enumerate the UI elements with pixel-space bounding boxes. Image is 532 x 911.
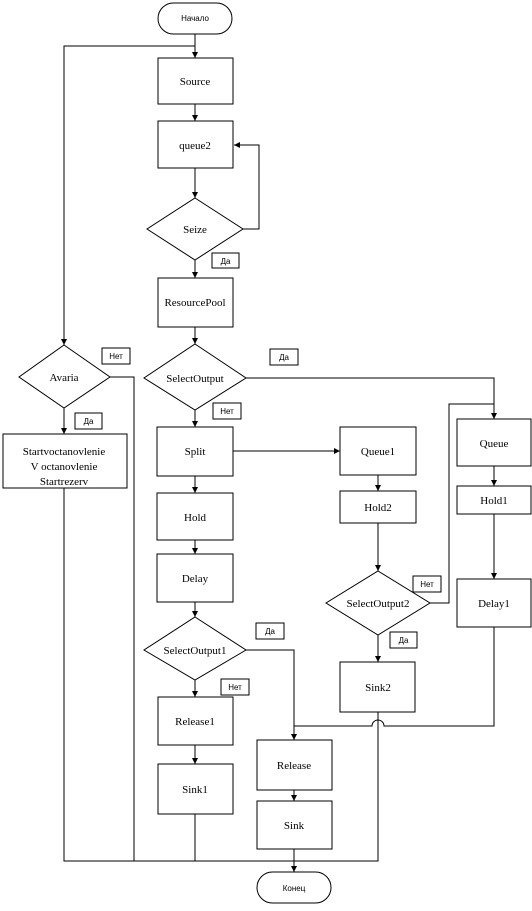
resourcepool-block: ResourcePool (157, 277, 234, 328)
delay1-block: Delay1 (456, 578, 532, 628)
edge-sink2-bottom (294, 712, 379, 862)
sink1-label: Sink1 (182, 784, 208, 796)
selectoutput2-decision: SelectOutput2 (325, 570, 431, 636)
queue-block: Queue (456, 418, 532, 467)
selectoutput-yes-text: Да (279, 353, 289, 362)
edge-selectoutput1-release (246, 649, 297, 740)
delay-label: Delay (182, 573, 209, 585)
edge-delay1-merge (294, 627, 495, 727)
selectoutput1-yes-text: Да (265, 627, 275, 636)
seize-label: Seize (183, 224, 207, 236)
avaria-label: Avaria (49, 372, 78, 384)
queue1-block: Queue1 (339, 426, 417, 476)
startvost-line2: V octanovlenie (31, 461, 98, 473)
edge-startvost-bottom (63, 488, 294, 862)
split-block: Split (156, 426, 234, 477)
selectoutput1-no-text: Нет (228, 683, 242, 692)
delay1-label: Delay1 (478, 598, 510, 610)
branch-tags: Да Нет Да Да Нет Да Нет Нет (74, 252, 442, 696)
edge-top-to-avaria (61, 45, 195, 345)
selectoutput1-decision: SelectOutput1 (143, 616, 247, 681)
avaria-no-text: Нет (109, 352, 123, 361)
selectoutput2-no-text: Нет (420, 580, 434, 589)
selectoutput-no-text: Нет (220, 407, 234, 416)
split-label: Split (185, 446, 206, 458)
startvost-line3: Startrezerv (40, 476, 89, 488)
delay-block: Delay (156, 553, 234, 603)
selectoutput1-yes-tag: Да (255, 622, 285, 640)
startvost-block: Startvoctanovlenie V octanovlenie Startr… (2, 433, 128, 489)
release-label: Release (277, 760, 311, 772)
release-block: Release (256, 739, 333, 791)
queue2-block: queue2 (157, 120, 234, 169)
hold2-block: Hold2 (339, 490, 417, 524)
hold-block: Hold (156, 492, 234, 541)
end-terminator: Конец (256, 871, 332, 904)
avaria-yes-tag: Да (74, 412, 103, 430)
queue-label: Queue (480, 438, 509, 450)
edge-seize-loop (234, 142, 260, 230)
end-label: Конец (283, 884, 306, 893)
source-block: Source (157, 57, 234, 105)
sink-label: Sink (284, 820, 305, 832)
hold-label: Hold (184, 512, 207, 524)
release1-label: Release1 (175, 716, 215, 728)
start-label: Начало (181, 14, 209, 23)
seize-decision: Seize (146, 197, 244, 261)
sink-block: Sink (256, 800, 333, 850)
selectoutput-no-tag: Нет (212, 402, 242, 420)
startvost-line1: Startvoctanovlenie (23, 446, 106, 458)
sink2-label: Sink2 (365, 682, 391, 694)
avaria-decision: Avaria (18, 344, 111, 409)
queue2-label: queue2 (179, 140, 211, 152)
release1-block: Release1 (157, 696, 234, 746)
selectoutput2-no-tag: Нет (412, 575, 442, 593)
edge-selectoutput-queue (246, 377, 497, 419)
hold2-label: Hold2 (364, 502, 392, 514)
hold1-label: Hold1 (480, 495, 508, 507)
queue1-label: Queue1 (361, 446, 395, 458)
selectoutput-label: SelectOutput (166, 373, 223, 385)
seize-yes-tag: Да (211, 252, 240, 269)
sink2-block: Sink2 (339, 661, 416, 713)
selectoutput2-yes-text: Да (399, 636, 409, 645)
selectoutput1-no-tag: Нет (220, 678, 250, 696)
avaria-no-tag: Нет (101, 347, 131, 365)
connectors (61, 34, 497, 872)
selectoutput2-label: SelectOutput2 (347, 598, 410, 610)
edge-selectoutput2-no (430, 403, 494, 604)
avaria-yes-text: Да (84, 417, 94, 426)
selectoutput-decision: SelectOutput (143, 343, 247, 411)
resourcepool-label: ResourcePool (164, 297, 225, 309)
selectoutput2-yes-tag: Да (389, 631, 418, 649)
source-label: Source (180, 76, 211, 88)
seize-yes-text: Да (221, 257, 231, 266)
edge-avaria-no (110, 376, 135, 861)
selectoutput-yes-tag: Да (269, 348, 299, 366)
hold1-block: Hold1 (456, 485, 532, 515)
start-terminator: Начало (157, 2, 233, 35)
sink1-block: Sink1 (157, 763, 234, 815)
selectoutput1-label: SelectOutput1 (164, 645, 227, 657)
